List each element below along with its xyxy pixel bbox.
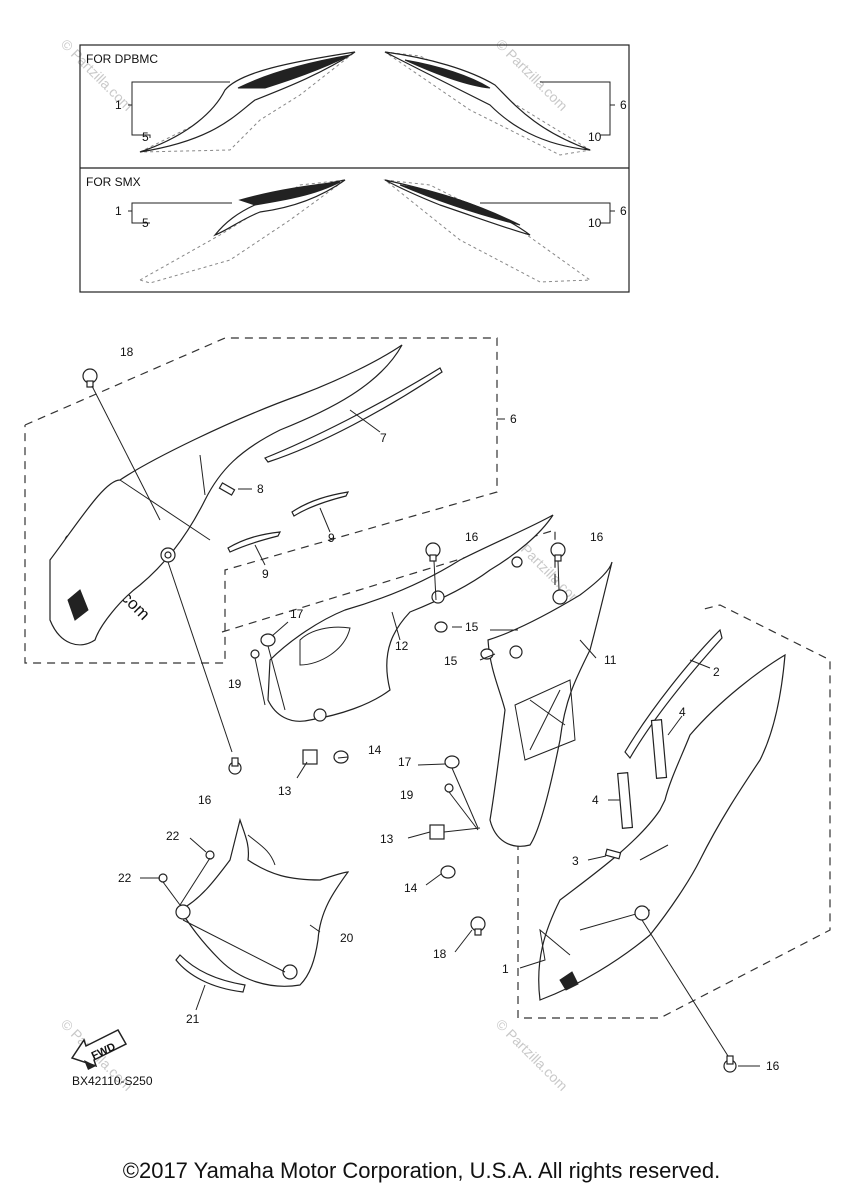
- bolt-22b: [158, 873, 168, 883]
- grommet-14b: [440, 865, 456, 879]
- callout-17a: 17: [290, 607, 304, 621]
- callout-16a: 16: [465, 530, 479, 544]
- callout-17b: 17: [398, 755, 412, 769]
- callout-15b: 15: [444, 654, 458, 668]
- watermark-1: © Partzilla.com: [58, 36, 136, 114]
- diagram-code: BX42110-S250: [72, 1074, 153, 1088]
- bolt-19a: [250, 649, 260, 659]
- emblem-9b: [227, 531, 282, 553]
- callout-9a: 9: [328, 531, 335, 545]
- callout-4a: 4: [679, 705, 686, 719]
- callout-1: 1: [502, 962, 509, 976]
- callout-21: 21: [186, 1012, 200, 1026]
- callout-inset-5b: 5: [142, 216, 149, 230]
- bolt-22a: [205, 850, 215, 860]
- callout-11: 11: [604, 653, 617, 667]
- copyright-notice: ©2017 Yamaha Motor Corporation, U.S.A. A…: [122, 1158, 721, 1183]
- pin-8: [218, 482, 236, 496]
- callout-inset-10b: 10: [588, 216, 602, 230]
- screw-16b: [550, 542, 566, 562]
- callout-8: 8: [257, 482, 264, 496]
- clip-13b: [429, 824, 445, 840]
- callout-13b: 13: [380, 832, 394, 846]
- callout-inset-6a: 6: [620, 98, 627, 112]
- watermark-5: © Partzilla.com: [493, 1016, 571, 1094]
- screw-16c: [228, 757, 242, 775]
- dpbmc-right-panel: [384, 51, 592, 156]
- callout-15a: 15: [465, 620, 479, 634]
- screw-18b: [470, 916, 486, 936]
- callout-20: 20: [340, 931, 354, 945]
- variant-inset: FOR DPBMC FOR SMX: [79, 44, 630, 293]
- callout-16c: 16: [198, 793, 212, 807]
- inset-label-smx: FOR SMX: [86, 175, 141, 189]
- smx-left-panel: [138, 179, 347, 284]
- callout-18b: 18: [433, 947, 447, 961]
- lower-cowling-1: [538, 653, 786, 1001]
- callout-19b: 19: [400, 788, 414, 802]
- dpbmc-left-panel: [139, 51, 356, 153]
- emblem-9a: [291, 491, 350, 517]
- callout-22b: 22: [118, 871, 132, 885]
- callout-inset-1a: 1: [115, 98, 122, 112]
- callout-6: 6: [510, 412, 517, 426]
- callout-16b: 16: [590, 530, 604, 544]
- inset-label-dpbmc: FOR DPBMC: [86, 52, 158, 66]
- clip-13a: [302, 749, 318, 765]
- emblem-4a: [650, 719, 668, 779]
- inset-brackets: [128, 81, 615, 224]
- callout-labels: 18 6 7 8 9 9 16 16 15 15 12 11 17 19 13 …: [118, 345, 780, 1073]
- callout-14a: 14: [368, 743, 382, 757]
- emblem-4b: [617, 772, 634, 829]
- callout-14b: 14: [404, 881, 418, 895]
- callout-3: 3: [572, 854, 579, 868]
- callout-inset-6b: 6: [620, 204, 627, 218]
- screw-18a: [82, 368, 98, 388]
- strip-21: [175, 954, 246, 993]
- washer-17b: [444, 755, 460, 769]
- callout-2: 2: [713, 665, 720, 679]
- callout-7: 7: [380, 431, 387, 445]
- callout-inset-1b: 1: [115, 204, 122, 218]
- callout-9b: 9: [262, 567, 269, 581]
- under-cover-20: [175, 817, 350, 987]
- callout-4b: 4: [592, 793, 599, 807]
- callout-inset-5a: 5: [142, 130, 149, 144]
- air-duct-11: [487, 561, 613, 847]
- callout-13a: 13: [278, 784, 292, 798]
- callout-19a: 19: [228, 677, 242, 691]
- emblem-strip-7: [264, 367, 443, 463]
- callout-12: 12: [395, 639, 409, 653]
- screw-16d: [723, 1055, 737, 1073]
- callout-18a: 18: [120, 345, 134, 359]
- callout-16d: 16: [766, 1059, 780, 1073]
- bolt-19b: [444, 783, 454, 793]
- nut-15a: [434, 621, 448, 633]
- assembly-outlines: [24, 337, 831, 1019]
- callout-inset-10a: 10: [588, 130, 602, 144]
- leader-lines: [91, 385, 760, 1067]
- fasteners: [158, 542, 737, 1073]
- inner-panel-12: [267, 514, 554, 722]
- side-cowling-right-assy: [49, 344, 403, 646]
- smx-right-panel: [383, 179, 592, 283]
- screw-16a: [425, 542, 441, 562]
- callout-22a: 22: [166, 829, 180, 843]
- pin-3: [604, 848, 622, 860]
